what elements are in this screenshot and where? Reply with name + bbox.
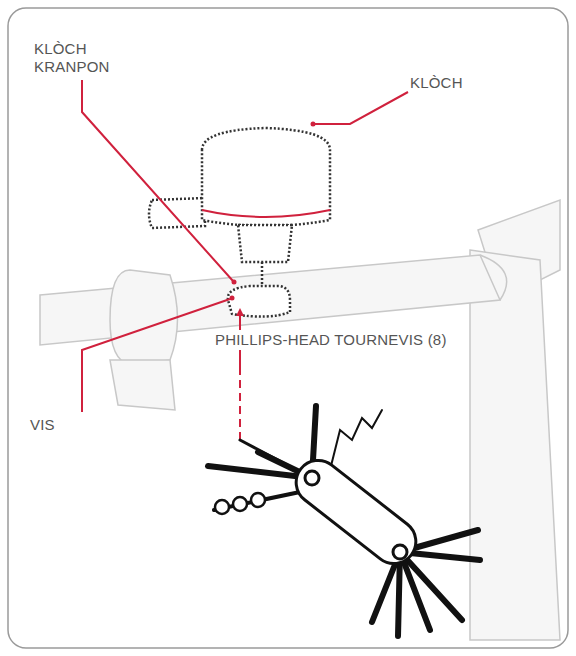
wrench-ring [251,493,265,507]
stem-clamp [110,270,178,365]
leader-lines [82,80,408,440]
tool-blade [400,552,462,620]
stem [110,360,175,410]
tool-pivot [393,545,407,559]
wrench-ring [233,497,247,511]
bell [149,128,330,317]
part-label: KLÒCH KRANPON [34,40,144,76]
bell-stem [238,225,292,262]
part-label: KLÒCH [410,74,463,92]
tool-arrow [239,372,241,440]
tool-pivot [305,471,319,485]
leader-line [82,299,230,412]
chain-tool [330,410,382,470]
part-label: VIS [30,416,55,434]
leader-line [315,92,408,124]
tool-body [287,452,424,573]
leader-line [82,80,233,281]
tool-blade [400,552,430,630]
handlebar [40,200,560,640]
fork [470,250,560,640]
bell-dot [311,122,316,127]
multi-tool [208,406,480,636]
bell-band [202,210,330,217]
frame [8,8,568,648]
bar-curve [480,255,507,300]
wrench-ring [215,500,229,514]
bell-dome [202,128,330,226]
wrench-rings [215,493,265,514]
tool-label: PHILLIPS-HEAD TOURNEVIS (8) [212,330,450,350]
bell-lever [149,198,205,228]
clamp [228,286,290,317]
